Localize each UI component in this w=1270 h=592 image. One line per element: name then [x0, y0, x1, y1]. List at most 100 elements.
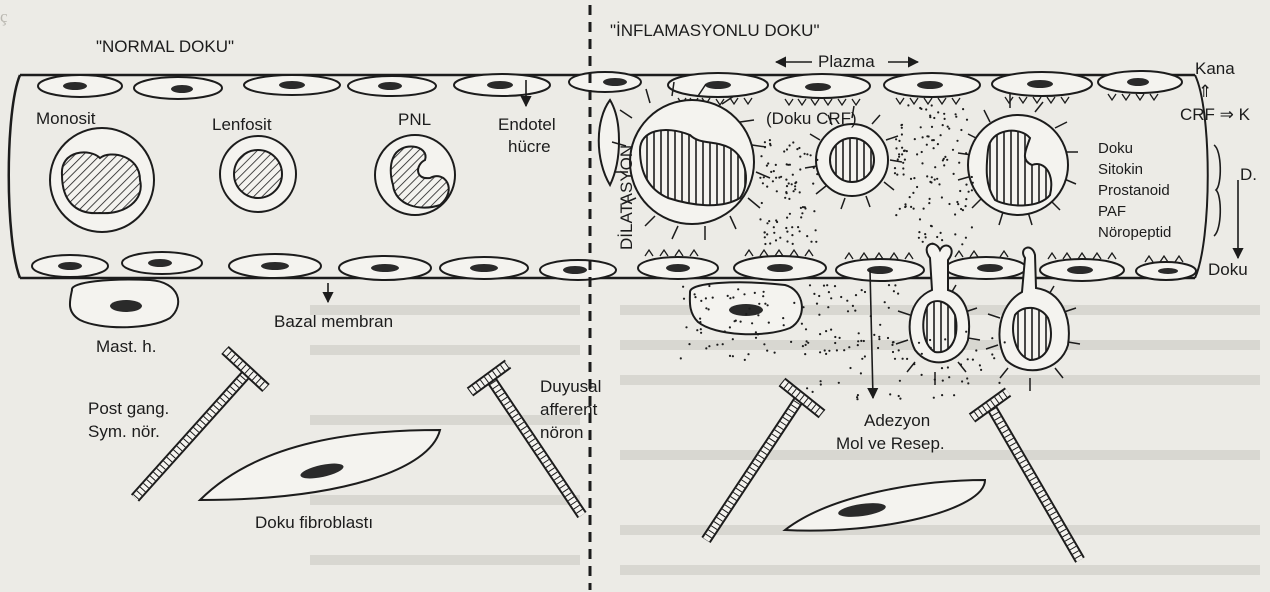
mediator-dot: [729, 326, 731, 328]
mediator-dot: [791, 234, 793, 236]
mediator-dot: [936, 236, 938, 238]
mediator-dot: [722, 343, 724, 345]
mediator-dot: [926, 144, 928, 146]
mediator-dot: [839, 337, 841, 339]
mediator-dot: [700, 300, 702, 302]
mediator-dot: [791, 183, 793, 185]
mediator-dot: [764, 243, 766, 245]
mediator-dot: [732, 355, 734, 357]
mediator-dot: [828, 291, 830, 293]
post-ganglionic-label-2: Sym. nör.: [88, 422, 160, 441]
mediator-dot: [778, 176, 780, 178]
mediator-dot: [770, 171, 772, 173]
mediator-dot: [894, 358, 896, 360]
mediator-dot: [857, 340, 859, 342]
mediator-dot: [708, 345, 710, 347]
mediator-dot: [898, 153, 900, 155]
mediator-dot: [971, 189, 973, 191]
mediator-dot: [941, 196, 943, 198]
mediator-dot: [940, 232, 942, 234]
mediator-dot: [877, 347, 879, 349]
mediator-dot: [779, 237, 781, 239]
mediator-dot: [743, 293, 745, 295]
mediator-dot: [960, 363, 962, 365]
mediator-dot: [879, 324, 881, 326]
mediator-dot: [923, 208, 925, 210]
mediator-dot: [806, 235, 808, 237]
mediator-dot: [929, 181, 931, 183]
up-arrow-glyph: ⇑: [1198, 82, 1212, 101]
mediator-dot: [775, 164, 777, 166]
mediator-dot: [894, 172, 896, 174]
mediator-dot: [775, 219, 777, 221]
mediator-dot: [855, 294, 857, 296]
mediator-dot: [838, 382, 840, 384]
mediator-dot: [729, 355, 731, 357]
tissue-fibroblast: [200, 430, 440, 500]
mediator-dot: [895, 214, 897, 216]
adhesion-label-2: Mol ve Resep.: [836, 434, 945, 453]
mediator-dot: [892, 351, 894, 353]
mediator-dot: [700, 332, 702, 334]
mediator-dot: [991, 337, 993, 339]
mediator-dot: [834, 285, 836, 287]
tissue-label: Doku: [1208, 260, 1248, 279]
mediator-item: Prostanoid: [1098, 182, 1170, 199]
mediator-dot: [792, 141, 794, 143]
mediator-dot: [965, 198, 967, 200]
mediator-dot: [773, 226, 775, 228]
mediator-dot: [942, 380, 944, 382]
mediator-dot: [773, 232, 775, 234]
mediator-dot: [878, 336, 880, 338]
mediator-dot: [786, 185, 788, 187]
mediator-dot: [854, 310, 856, 312]
mediator-dot: [816, 173, 818, 175]
endothelial-cells-bottom-right: [638, 250, 1196, 281]
mediator-dot: [758, 303, 760, 305]
mediator-dot: [857, 394, 859, 396]
mediator-dot: [794, 185, 796, 187]
mediator-dot: [899, 208, 901, 210]
mediator-dot: [955, 116, 957, 118]
mediator-dot: [873, 334, 875, 336]
mediator-dot: [895, 147, 897, 149]
mediator-dot: [899, 380, 901, 382]
mediator-dot: [806, 387, 808, 389]
mediator-dot: [934, 379, 936, 381]
mediator-dot: [757, 314, 759, 316]
mediator-dot: [991, 353, 993, 355]
mediator-dot: [694, 296, 696, 298]
mediator-dot: [793, 190, 795, 192]
mediator-dot: [810, 154, 812, 156]
mediator-dot: [1004, 341, 1006, 343]
mediator-dot: [858, 332, 860, 334]
mediator-dot: [751, 322, 753, 324]
mediator-dot: [857, 344, 859, 346]
mediator-dot: [887, 337, 889, 339]
sensory-label-2: afferent: [540, 400, 598, 419]
mediator-dot: [813, 167, 815, 169]
endothelial-cells-bottom-left: [32, 252, 616, 280]
mediator-dot: [834, 336, 836, 338]
mediator-dot: [900, 124, 902, 126]
mediator-dot: [906, 150, 908, 152]
mediator-dot: [788, 198, 790, 200]
mediator-dot: [921, 374, 923, 376]
mediator-dot: [967, 382, 969, 384]
mediator-dot: [785, 227, 787, 229]
mediator-dot: [931, 176, 933, 178]
mediator-dot: [998, 382, 1000, 384]
mediator-dot: [773, 170, 775, 172]
mediator-dot: [966, 119, 968, 121]
mediator-dot: [852, 305, 854, 307]
mediator-dot: [762, 182, 764, 184]
mediator-dot: [972, 359, 974, 361]
mediator-dot: [700, 328, 702, 330]
mediator-dot: [884, 301, 886, 303]
mediator-dot: [843, 349, 845, 351]
mediator-dot: [764, 236, 766, 238]
mediator-dot: [906, 358, 908, 360]
pnl-cell: [375, 135, 455, 215]
mediator-dot: [888, 307, 890, 309]
endothelium-label-2: hücre: [508, 137, 551, 156]
